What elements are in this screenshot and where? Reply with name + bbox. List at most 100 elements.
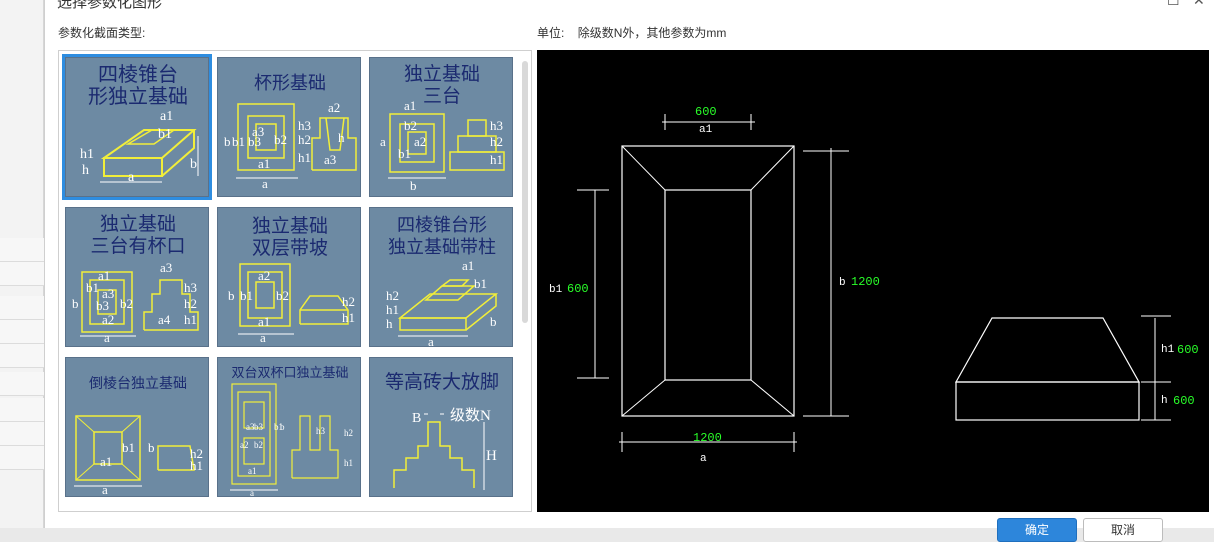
double-layer-slope-drawing: a2 b1 b2 b a1 a h2 h1 bbox=[228, 263, 355, 345]
frustum-footing-drawing: a1 b1 h1 h a b bbox=[80, 109, 199, 185]
background-row bbox=[0, 398, 44, 422]
dim-label: h bbox=[386, 316, 393, 331]
dim-label: a1 bbox=[404, 98, 416, 113]
dim-label: b1 bbox=[240, 288, 253, 303]
tile-three-step-cup-footing[interactable]: 独立基础三台有杯口 a1 b1 a3 b3 b2 a2 b a a3 h3 h2… bbox=[65, 207, 209, 347]
dim-label: b bbox=[148, 440, 155, 455]
dim-label: a bbox=[428, 334, 434, 347]
dim-label: a bbox=[104, 330, 110, 345]
tile-caption: 杯形基础 bbox=[254, 73, 326, 93]
dim-label: b bbox=[410, 178, 417, 193]
background-row bbox=[0, 238, 44, 262]
dim-label: b2 bbox=[404, 118, 417, 133]
dim-label: a1 bbox=[100, 454, 112, 469]
dim-label: b2 bbox=[120, 296, 133, 311]
dim-label: h3 bbox=[316, 426, 326, 436]
background-row bbox=[0, 344, 44, 368]
dim-b1-name: b1 bbox=[549, 284, 563, 296]
tile-caption: 独立基础三台 bbox=[403, 64, 480, 107]
dim-a1-name: a1 bbox=[699, 124, 713, 136]
dim-label: b bbox=[228, 288, 235, 303]
dim-label: b1 bbox=[474, 276, 487, 291]
tile-frustum-with-column[interactable]: 四棱锥台形独立基础带柱 a1 b1 h2 h1 h a b bbox=[369, 207, 513, 347]
dim-label: H bbox=[486, 448, 497, 464]
dim-label: a3 bbox=[102, 286, 114, 301]
tile-inverted-frustum-footing[interactable]: 倒棱台独立基础 b1 a1 a b h2 h1 bbox=[65, 357, 209, 497]
dim-h1-name: h1 bbox=[1161, 344, 1175, 356]
maximize-icon[interactable]: ☐ bbox=[1167, 0, 1180, 8]
dim-label: b3 bbox=[254, 422, 264, 432]
tile-frustum-footing[interactable]: 四棱锥台形独立基础 a1 b1 h1 h a b bbox=[62, 54, 212, 200]
dim-label: a1 bbox=[98, 268, 110, 283]
dim-h-value: 600 bbox=[1173, 394, 1195, 408]
dim-label: b1 bbox=[122, 440, 135, 455]
dim-label: h3 bbox=[298, 118, 311, 133]
dim-label: a1 bbox=[462, 258, 474, 273]
dim-a1-value: 600 bbox=[695, 105, 717, 119]
tile-cup-footing[interactable]: 杯形基础 a2 a3 b3 b2 b1 b h3 h2 h1 h a1 a3 bbox=[217, 57, 361, 197]
tile-three-step-footing[interactable]: 独立基础三台 a1 b2 a2 b1 b a h3 h2 h1 bbox=[369, 57, 513, 197]
frustum-with-column-drawing: a1 b1 h2 h1 h a b bbox=[386, 258, 499, 347]
dim-label: h bbox=[338, 130, 345, 145]
dim-h-name: h bbox=[1161, 395, 1168, 407]
tile-caption: 独立基础双层带坡 bbox=[251, 216, 328, 259]
background-row bbox=[0, 372, 44, 396]
dim-b-name: b bbox=[839, 277, 846, 289]
background-row bbox=[0, 422, 44, 446]
gallery-scrollbar[interactable] bbox=[522, 61, 528, 323]
dim-label: a1 bbox=[258, 314, 270, 329]
dim-label: h bbox=[82, 163, 89, 178]
dim-label: h2 bbox=[184, 296, 197, 311]
tile-double-layer-slope-footing[interactable]: 独立基础双层带坡 a2 b1 b2 b a1 a h2 h1 bbox=[217, 207, 361, 347]
dim-label: h2 bbox=[386, 288, 399, 303]
dim-label: b2 bbox=[274, 132, 287, 147]
background-row bbox=[0, 296, 44, 320]
inverted-frustum-drawing: b1 a1 a b h2 h1 bbox=[74, 415, 203, 496]
section-base bbox=[955, 381, 1140, 421]
tile-caption: 四棱锥台形独立基础带柱 bbox=[388, 215, 496, 257]
param-shape-dialog: 选择参数化图形 ☐ ✕ 参数化截面类型: 单位: 除级数N外，其他参数为mm 四… bbox=[44, 0, 1214, 528]
dim-label: b bbox=[72, 296, 79, 311]
tile-brick-footing[interactable]: 等高砖大放脚 B 级数N H bbox=[369, 357, 513, 497]
dim-label: b bbox=[190, 157, 197, 172]
dim-label: b1 bbox=[274, 422, 283, 432]
dim-b-value: 1200 bbox=[851, 275, 880, 289]
background-row bbox=[0, 446, 44, 470]
dim-label: b2 bbox=[276, 288, 289, 303]
dim-label: h1 bbox=[490, 152, 503, 167]
dim-label: a2 bbox=[414, 134, 426, 149]
double-cup-drawing: a3 b3 a2 b2 a1 b1 a b h3 h2 h1 bbox=[230, 383, 353, 496]
section-frustum bbox=[954, 317, 1141, 383]
dim-label: h1 bbox=[342, 310, 355, 325]
dim-label: b3 bbox=[248, 134, 261, 149]
dim-label: a bbox=[128, 170, 135, 185]
tile-caption: 独立基础三台有杯口 bbox=[90, 214, 186, 257]
background-row bbox=[0, 320, 44, 344]
three-step-footing-drawing: a1 b2 a2 b1 b a h3 h2 h1 bbox=[380, 98, 505, 193]
dim-label: h1 bbox=[298, 150, 311, 165]
dim-label: a3 bbox=[160, 260, 172, 275]
close-icon[interactable]: ✕ bbox=[1193, 0, 1205, 8]
dim-label: h1 bbox=[190, 458, 203, 473]
dim-label: h1 bbox=[80, 147, 94, 162]
dim-label: h1 bbox=[184, 312, 197, 327]
tile-double-cup-footing[interactable]: 双台双杯口独立基础 a3 b3 a2 b2 a1 b1 a b h3 h2 h1 bbox=[217, 357, 361, 497]
dim-a-name: a bbox=[700, 453, 707, 465]
background-row bbox=[0, 262, 44, 286]
dim-label: h1 bbox=[386, 302, 399, 317]
ok-button[interactable]: 确定 bbox=[997, 518, 1077, 542]
dim-label: a bbox=[380, 134, 386, 149]
dim-label: b bbox=[280, 422, 285, 432]
tile-caption: 倒棱台独立基础 bbox=[89, 377, 187, 392]
three-step-cup-footing-drawing: a1 b1 a3 b3 b2 a2 b a a3 h3 h2 h1 a4 bbox=[72, 260, 199, 345]
cancel-button[interactable]: 取消 bbox=[1083, 518, 1163, 542]
dim-label: a2 bbox=[102, 312, 114, 327]
dim-a-value: 1200 bbox=[693, 431, 722, 445]
preview-drawing: 600 a1 1200 a b 1200 b1 600 h1 600 bbox=[549, 105, 1199, 465]
dim-label: a3 bbox=[252, 124, 264, 139]
dim-label: h2 bbox=[344, 428, 353, 438]
tile-caption: 双台双杯口独立基础 bbox=[231, 365, 349, 380]
dim-label: b2 bbox=[254, 440, 263, 450]
dim-label: h2 bbox=[342, 294, 355, 309]
dim-label: h3 bbox=[490, 118, 503, 133]
